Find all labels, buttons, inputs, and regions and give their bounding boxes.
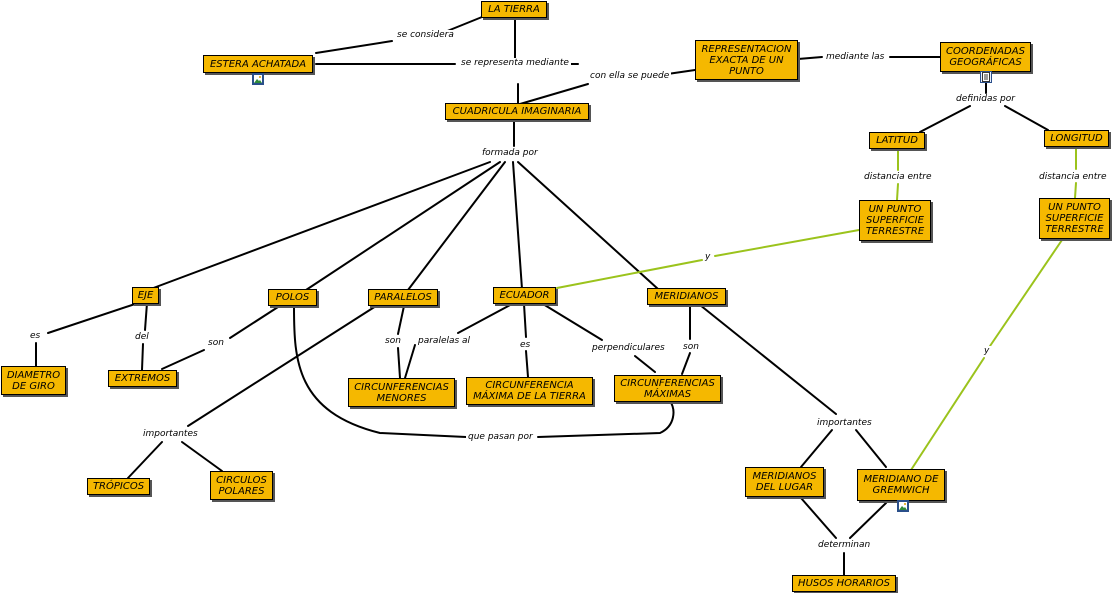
link-label-son-meridianos: son — [681, 342, 701, 352]
link-label-son-polos: son — [206, 338, 226, 348]
link-label-es-eje: es — [28, 331, 43, 341]
link — [699, 304, 837, 415]
node-paralelos[interactable]: PARALELOS — [368, 289, 438, 306]
link-label-se-representa: se representa mediante — [459, 58, 571, 68]
cross-link — [556, 259, 703, 289]
node-circulos-polares[interactable]: CIRCULOS POLARES — [210, 471, 273, 500]
document-attachment-icon[interactable] — [980, 71, 992, 83]
link-label-paralelas-al: paralelas al — [416, 336, 473, 346]
link — [519, 83, 589, 105]
link — [141, 343, 144, 371]
node-cuadricula-imaginaria[interactable]: CUADRICULA IMAGINARIA — [445, 103, 589, 120]
cross-link — [989, 239, 1063, 347]
node-extremos[interactable]: EXTREMOS — [108, 370, 177, 387]
link — [800, 497, 837, 539]
link-label-perpendiculares: perpendiculares — [590, 343, 667, 353]
link — [127, 441, 163, 479]
node-meridianos-del-lugar[interactable]: MERIDIANOS DEL LUGAR — [745, 467, 824, 497]
link-label-se-considera: se considera — [395, 30, 456, 40]
image-attachment-icon[interactable] — [252, 73, 264, 85]
link — [229, 306, 279, 339]
link — [315, 40, 393, 54]
link — [293, 306, 467, 438]
link — [523, 303, 527, 338]
link — [457, 303, 513, 334]
link — [404, 344, 416, 379]
link-label-determinan: determinan — [816, 540, 873, 550]
link — [47, 302, 139, 334]
node-punto-superficie-longitud[interactable]: UN PUNTO SUPERFICIE TERRESTRE — [1039, 198, 1110, 239]
link — [855, 429, 887, 468]
link-label-es-ecuador: es — [518, 340, 533, 350]
link — [517, 161, 659, 290]
link — [681, 352, 691, 375]
link — [797, 56, 823, 60]
link — [181, 441, 223, 472]
node-diametro-de-giro[interactable]: DIAMETRO DE GIRO — [1, 366, 66, 395]
node-la-tierra[interactable]: LA TIERRA — [481, 1, 547, 18]
node-latitud[interactable]: LATITUD — [869, 132, 925, 149]
link — [144, 302, 148, 331]
link — [147, 161, 491, 291]
link-label-y-right: y — [982, 346, 992, 356]
link-label-importantes-right: importantes — [815, 418, 874, 428]
node-meridianos[interactable]: MERIDIANOS — [647, 288, 726, 305]
link — [187, 305, 377, 427]
link-label-formada-por: formada por — [480, 148, 540, 158]
link — [634, 355, 656, 373]
link — [407, 161, 506, 291]
node-estera-achatada[interactable]: ESTERA ACHATADA — [203, 55, 313, 73]
link — [397, 305, 405, 335]
image-attachment-icon[interactable] — [897, 500, 909, 512]
link-label-que-pasan-por: que pasan por — [466, 432, 535, 442]
link-label-distancia-latitud: distancia entre — [862, 172, 934, 182]
link — [397, 347, 401, 379]
link — [800, 429, 833, 468]
link — [919, 105, 971, 133]
link-label-definidas-por: definidas por — [954, 94, 1017, 104]
link — [849, 502, 887, 539]
cross-link — [896, 183, 899, 201]
node-coordenadas-geograficas[interactable]: COORDENADAS GEOGRÁFICAS — [940, 42, 1031, 72]
link — [305, 161, 501, 291]
cross-link — [910, 357, 985, 471]
link-label-mediante-las: mediante las — [824, 52, 887, 62]
cross-link — [714, 229, 860, 257]
link-label-importantes-left: importantes — [141, 429, 200, 439]
link — [512, 161, 523, 290]
link-label-con-ella: con ella se puede — [588, 71, 672, 81]
link — [161, 349, 205, 370]
link-label-son-paralelos: son — [383, 336, 403, 346]
link — [537, 400, 675, 438]
node-husos-horarios[interactable]: HUSOS HORARIOS — [792, 575, 896, 592]
link — [1004, 105, 1049, 131]
link-label-del: del — [133, 332, 151, 342]
link-label-y-center: y — [703, 252, 713, 262]
node-representacion-exacta[interactable]: REPRESENTACION EXACTA DE UN PUNTO — [695, 40, 798, 80]
link-label-distancia-longitud: distancia entre — [1037, 172, 1109, 182]
node-circunferencias-maximas[interactable]: CIRCUNFERENCIAS MÁXIMAS — [614, 375, 721, 402]
link — [525, 350, 529, 378]
node-tropicos[interactable]: TRÓPICOS — [87, 478, 150, 495]
node-punto-superficie-latitud[interactable]: UN PUNTO SUPERFICIE TERRESTRE — [859, 200, 931, 241]
node-circunferencia-maxima-tierra[interactable]: CIRCUNFERENCIA MÁXIMA DE LA TIERRA — [466, 377, 593, 405]
node-ecuador[interactable]: ECUADOR — [493, 287, 556, 304]
node-meridiano-de-gremwich[interactable]: MERIDIANO DE GREMWICH — [857, 469, 945, 501]
node-circunferencias-menores[interactable]: CIRCUNFERENCIAS MENORES — [348, 378, 455, 407]
node-longitud[interactable]: LONGITUD — [1044, 130, 1109, 147]
cross-link — [1074, 182, 1077, 199]
node-eje[interactable]: EJE — [132, 287, 159, 304]
node-polos[interactable]: POLOS — [268, 289, 317, 306]
link — [542, 303, 603, 341]
